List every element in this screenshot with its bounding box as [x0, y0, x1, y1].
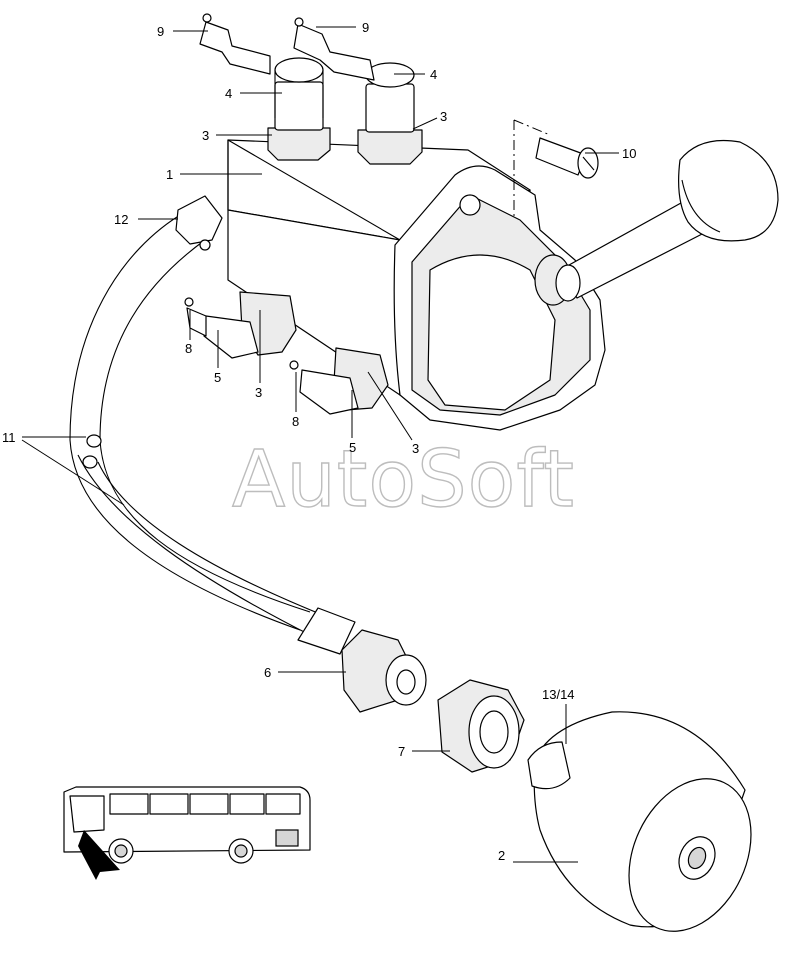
callout-9-right: 9 [316, 20, 369, 35]
callout-label-5-left: 5 [214, 370, 221, 385]
callout-5-left: 5 [214, 330, 221, 385]
callout-10: 10 [585, 146, 636, 161]
hose-11 [69, 211, 331, 641]
connector-9-right [293, 17, 375, 81]
callout-8-left: 8 [185, 310, 192, 356]
callout-9-left: 9 [157, 24, 208, 39]
callout-11: 11 [2, 430, 125, 506]
bus-icon [63, 786, 311, 880]
callout-3-bottom-left: 3 [255, 310, 262, 400]
bottom-fitting-left [184, 291, 297, 359]
watermark-text: AutoSoft [232, 435, 575, 525]
callout-label-11: 11 [2, 430, 16, 445]
coupling-6 [297, 607, 427, 713]
bottom-fitting-right [289, 347, 389, 415]
callout-label-9-left: 9 [157, 24, 164, 39]
callout-label-8-left: 8 [185, 341, 192, 356]
callout-label-4-left: 4 [225, 86, 232, 101]
callout-8-right: 8 [292, 372, 299, 429]
callout-label-12: 12 [114, 212, 128, 227]
callout-label-6: 6 [264, 665, 271, 680]
handle-knob [678, 139, 779, 242]
callout-4-left: 4 [225, 86, 282, 101]
callout-label-3-top-right: 3 [440, 109, 447, 124]
callout-6: 6 [264, 665, 346, 680]
callout-label-1: 1 [166, 167, 173, 182]
callout-label-13-14: 13/14 [542, 687, 575, 702]
screw-10 [513, 119, 599, 220]
top-fitting-right [357, 62, 423, 165]
top-fitting-left [267, 57, 331, 161]
callout-2: 2 [498, 848, 578, 863]
callout-12: 12 [114, 212, 178, 227]
callout-label-7: 7 [398, 744, 405, 759]
callout-label-2: 2 [498, 848, 505, 863]
callout-label-3-bottom-left: 3 [255, 385, 262, 400]
callout-3-top-left: 3 [202, 128, 272, 143]
callout-label-5-right: 5 [349, 440, 356, 455]
callout-3-bottom-right: 3 [367, 371, 419, 456]
callout-label-10: 10 [622, 146, 636, 161]
callout-label-3-bottom-right: 3 [412, 441, 419, 456]
callout-label-4-right: 4 [430, 67, 437, 82]
callout-label-8-right: 8 [292, 414, 299, 429]
fitting-12 [175, 195, 223, 251]
callout-label-9-right: 9 [362, 20, 369, 35]
callout-label-3-top-left: 3 [202, 128, 209, 143]
connector-9-left [199, 13, 271, 75]
callout-4-right: 4 [394, 67, 437, 82]
callout-5-right: 5 [349, 390, 356, 455]
nut-7 [437, 679, 525, 773]
callout-13-14: 13/14 [542, 687, 575, 744]
callout-7: 7 [398, 744, 450, 759]
callout-1: 1 [166, 167, 262, 182]
callout-3-top-right: 3 [412, 109, 447, 130]
handle-housing [393, 165, 606, 431]
chamber-2 [527, 711, 752, 932]
handle-lever [534, 197, 707, 306]
